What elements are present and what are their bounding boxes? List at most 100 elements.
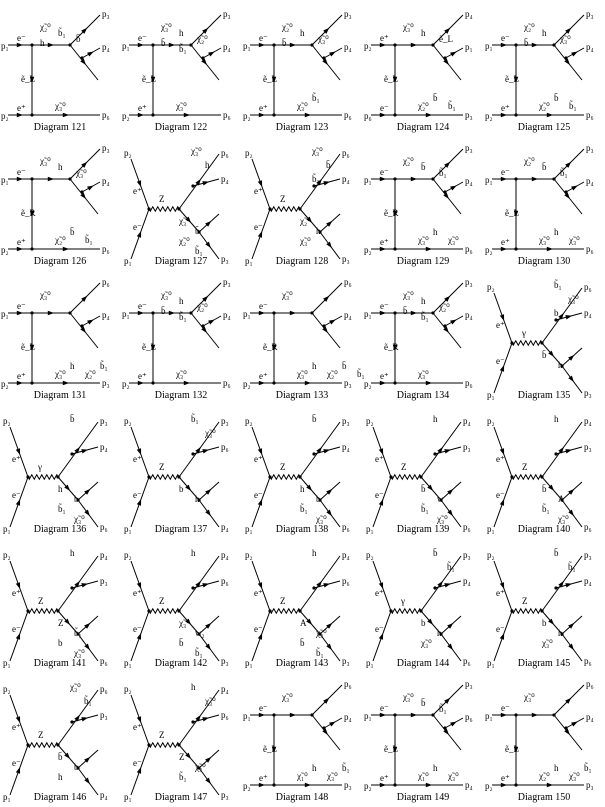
arrowhead: [444, 27, 451, 34]
arrowhead: [81, 295, 88, 302]
particle-label: χ̃₃⁰: [160, 290, 172, 300]
arrowhead: [326, 622, 333, 629]
arrowhead: [185, 752, 192, 759]
external-momentum-label: p₁: [122, 309, 130, 319]
particle-label: e⁻: [496, 490, 505, 500]
arrowhead: [258, 112, 266, 118]
arrowhead: [208, 51, 215, 57]
arrowhead: [425, 112, 433, 118]
arrowhead: [81, 449, 89, 454]
diagram-caption: Diagram 127: [155, 256, 208, 267]
arrowhead: [16, 42, 24, 48]
boson-label: Z: [38, 596, 44, 606]
particle-label: e⁻: [17, 33, 26, 43]
particle-label: h: [191, 548, 196, 558]
particle-label: Z: [179, 752, 185, 762]
particle-label: χ̃₃⁰: [538, 235, 550, 245]
external-momentum-label: p₆: [584, 656, 592, 666]
arrowhead: [443, 326, 449, 333]
external-momentum-label: p₆: [465, 244, 473, 254]
external-momentum-label: p₄: [223, 310, 231, 320]
arrowhead: [379, 112, 387, 118]
particle-label: b̃₁: [74, 628, 82, 638]
arrowhead: [443, 58, 449, 65]
particle-label: b̄: [58, 752, 63, 762]
vertex: [147, 609, 151, 613]
arrowhead: [326, 241, 332, 249]
arrowhead: [425, 782, 433, 788]
external-momentum-label: p₂: [485, 111, 493, 121]
arrowhead: [425, 380, 433, 386]
boson-propagator: [148, 205, 180, 213]
arrowhead: [447, 622, 454, 629]
particle-label: e⁺: [501, 103, 510, 113]
particle-label: ẽ_L: [384, 744, 398, 754]
arrowhead: [450, 319, 457, 325]
particle-label: e⁻: [259, 33, 268, 43]
vertex: [312, 184, 316, 188]
arrowhead: [205, 756, 212, 763]
diagram-122: p₁p₂p₃p₄p₆e⁻ẽ_Le⁺χ̃₃⁰hχ̃₂⁰b̄b̃₁χ̃₃⁰Diagr…: [122, 9, 231, 133]
particle-label: ẽ_L: [439, 34, 453, 44]
arrowhead: [29, 344, 35, 352]
external-momentum-label: p₄: [342, 442, 350, 452]
arrowhead: [137, 310, 145, 316]
particle-label: e⁺: [380, 371, 389, 381]
arrowhead: [205, 241, 211, 249]
arrowhead: [137, 112, 145, 118]
particle-label: A: [300, 618, 307, 628]
particle-label: b: [554, 308, 559, 318]
external-momentum-label: p₁: [245, 658, 253, 668]
particle-label: ẽ_L: [263, 74, 277, 84]
particle-label: e⁺: [254, 186, 263, 196]
arrowhead: [136, 582, 142, 590]
external-momentum-label: p₂: [3, 684, 11, 694]
particle-label: e⁺: [259, 103, 268, 113]
vertex: [26, 475, 30, 479]
external-momentum-label: p₆: [102, 244, 110, 254]
arrowhead: [271, 344, 277, 352]
particle-label: e⁺: [496, 454, 505, 464]
particle-label: χ̃₂⁰: [196, 34, 208, 44]
particle-label: b̃₁: [179, 44, 187, 54]
arrowhead: [201, 326, 207, 333]
particle-label: h: [433, 227, 438, 237]
arrowhead: [513, 746, 519, 754]
diagram-130: p₁p₂p₃p₄p₆e⁻ẽ_Le⁺χ̃₂⁰b̄b̃₁χ̃₃⁰hχ̃₃⁰Diagr…: [485, 143, 594, 267]
vertex: [564, 190, 568, 194]
particle-label: e⁻: [12, 624, 21, 634]
particle-label: e⁺: [380, 773, 389, 783]
particle-label: Z: [58, 618, 64, 628]
arrowhead: [74, 580, 80, 588]
boson-propagator: [148, 473, 180, 481]
external-momentum-label: p₁: [487, 658, 495, 668]
external-momentum-label: p₂: [366, 416, 374, 426]
particle-label: b̃₁: [84, 696, 92, 706]
particle-label: b̃₁: [300, 504, 308, 514]
particle-label: e⁻: [17, 167, 26, 177]
arrowhead: [258, 782, 266, 788]
vertex: [312, 586, 316, 590]
arrowhead: [15, 582, 21, 590]
arrowhead: [257, 498, 263, 506]
external-momentum-label: p₂: [122, 379, 130, 389]
particle-label: b̄: [161, 38, 166, 48]
arrowhead: [564, 58, 570, 65]
external-momentum-label: p₂: [1, 379, 9, 389]
particle-label: χ̃₃⁰: [204, 696, 216, 706]
diagram-131: p₁p₂p₆p₄p₃e⁻ẽ_Le⁺χ̃₃⁰χ̃₃⁰hχ̃₂⁰b̃₁Diagram…: [1, 277, 110, 401]
arrowhead: [316, 178, 322, 186]
particle-label: χ̃₃⁰: [523, 692, 535, 702]
arrowhead: [306, 216, 313, 223]
vertex: [322, 324, 326, 328]
arrowhead: [450, 185, 457, 191]
arrowhead: [568, 622, 575, 629]
external-momentum-label: p₃: [465, 277, 473, 287]
external-momentum-label: p₄: [586, 176, 594, 186]
particle-label: χ̃₃⁰: [75, 168, 87, 178]
external-momentum-label: p₁: [245, 256, 253, 266]
arrowhead: [183, 380, 191, 386]
arrowhead: [81, 27, 88, 34]
external-momentum-label: p₄: [342, 174, 350, 184]
